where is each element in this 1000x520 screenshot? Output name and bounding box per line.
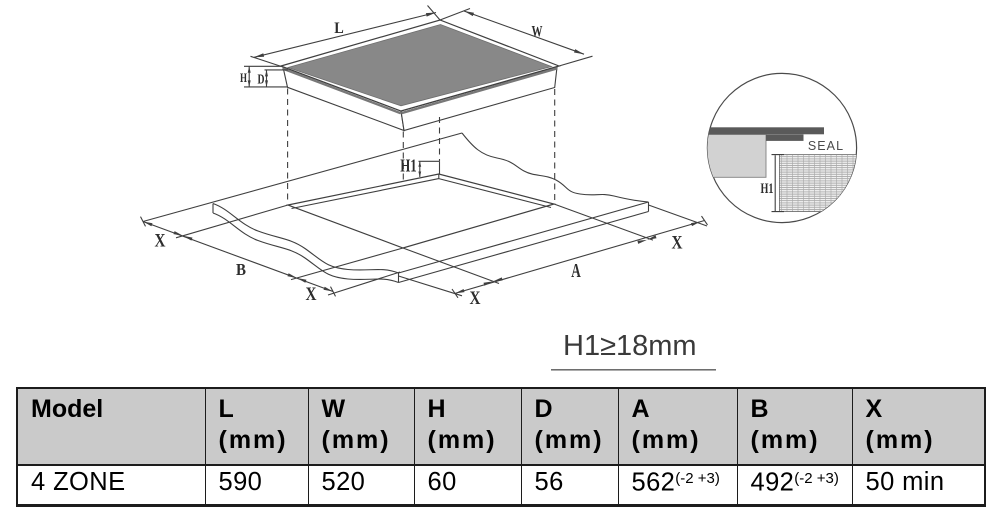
svg-text:D: D <box>258 72 265 87</box>
svg-text:W: W <box>532 24 543 41</box>
svg-text:B: B <box>236 260 246 279</box>
svg-text:H1: H1 <box>400 156 417 176</box>
svg-text:A: A <box>571 260 581 282</box>
svg-text:X: X <box>155 231 166 252</box>
svg-text:X: X <box>306 284 317 305</box>
svg-text:H1: H1 <box>761 181 774 197</box>
svg-text:H1≥18mm: H1≥18mm <box>563 330 697 362</box>
svg-text:H: H <box>240 70 247 85</box>
svg-text:X: X <box>470 288 481 309</box>
svg-text:L: L <box>334 20 344 37</box>
svg-text:X: X <box>672 233 683 254</box>
svg-text:SEAL: SEAL <box>808 139 844 153</box>
